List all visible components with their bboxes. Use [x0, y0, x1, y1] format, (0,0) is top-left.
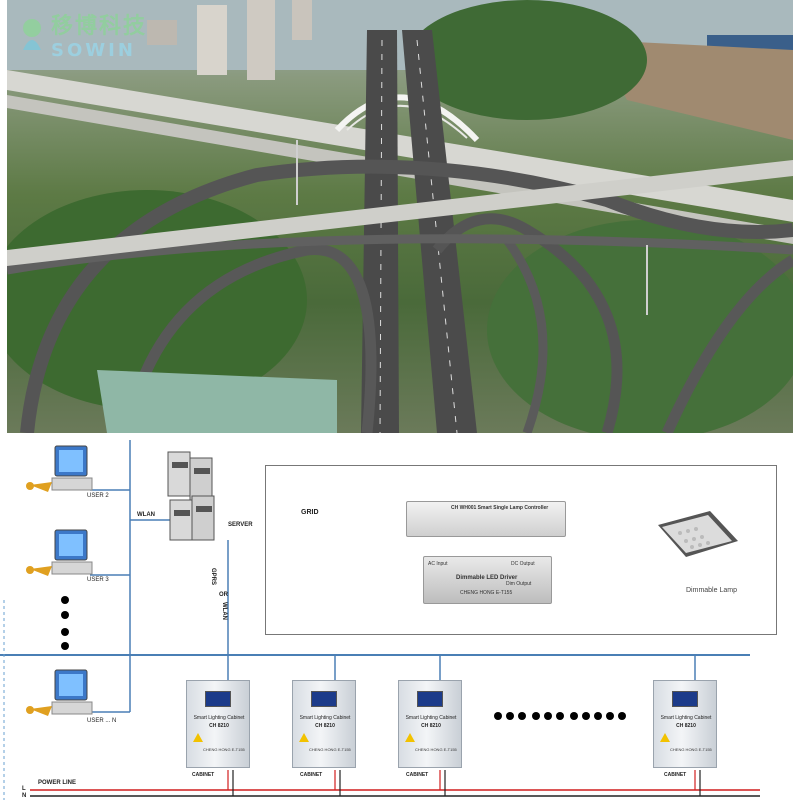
dim-output-label: Dim Output	[506, 581, 532, 587]
dc-output-label: DC Output	[511, 561, 535, 567]
wlan-label: WLAN	[137, 512, 155, 518]
leaf-person-icon	[23, 18, 41, 50]
cabinet-screen	[672, 691, 698, 707]
driver-title: Dimmable LED Driver	[456, 575, 518, 581]
warning-icon	[405, 733, 415, 742]
cabinet-caption: CABINET	[664, 772, 687, 778]
controller-title: CH WH001 Smart Single Lamp Controller	[451, 505, 549, 511]
lighting-cabinet: Smart Lighting Cabinet CH 8210 CHENG HON…	[653, 680, 717, 768]
cabinet-name: Smart Lighting Cabinet	[193, 715, 245, 721]
led-driver: AC Input DC Output Dimmable LED Driver D…	[423, 556, 552, 604]
controller-detail-panel: GRID CH WH001 Smart Single Lamp Controll…	[265, 465, 777, 635]
driver-model: CHENG HONG E-T155	[460, 590, 513, 596]
cabinet-model: CH 8210	[421, 723, 441, 729]
company-logo: 移博科技 SOWIN	[17, 8, 147, 61]
network-wiring-diagram	[0, 440, 760, 800]
cabinet-foot-text: CHENG HONG E-T155	[309, 747, 351, 752]
lighting-cabinet: Smart Lighting Cabinet CH 8210 CHENG HON…	[398, 680, 462, 768]
cabinet-foot-text: CHENG HONG E-T155	[670, 747, 712, 752]
warning-icon	[193, 733, 203, 742]
user-label: USER 3	[87, 577, 109, 583]
server-label: SERVER	[228, 522, 253, 528]
user-label: USER ... N	[87, 718, 117, 724]
cabinet-caption: CABINET	[192, 772, 215, 778]
neutral-label: N	[22, 793, 27, 799]
cabinet-screen	[205, 691, 231, 707]
wlan-vertical-label: WLAN	[221, 602, 227, 620]
street-lamp-icon	[658, 511, 738, 557]
logo-chinese-text: 移博科技	[51, 14, 148, 39]
smart-lamp-controller: CH WH001 Smart Single Lamp Controller	[406, 501, 566, 537]
grid-label: GRID	[301, 509, 319, 516]
user-computer-icon	[26, 529, 93, 576]
cabinet-name: Smart Lighting Cabinet	[299, 715, 351, 721]
highway-illustration	[7, 0, 793, 433]
gprs-label: GPRS	[210, 568, 216, 586]
cabinet-model: CH 8210	[315, 723, 335, 729]
cabinet-screen	[311, 691, 337, 707]
cabinet-caption: CABINET	[300, 772, 323, 778]
logo-english-text: SOWIN	[51, 40, 136, 61]
cabinet-screen	[417, 691, 443, 707]
server-icon	[167, 451, 215, 541]
user-computer-icon	[26, 445, 93, 492]
lighting-cabinet: Smart Lighting Cabinet CH 8210 CHENG HON…	[292, 680, 356, 768]
cabinet-caption: CABINET	[406, 772, 429, 778]
warning-icon	[299, 733, 309, 742]
cabinet-foot-text: CHENG HONG E-T155	[415, 747, 457, 752]
user-label: USER 2	[87, 493, 109, 499]
lighting-cabinet: Smart Lighting Cabinet CH 8210 CHENG HON…	[186, 680, 250, 768]
more-cabinets-ellipsis	[494, 712, 626, 720]
power-line-label: POWER LINE	[38, 780, 77, 786]
cabinet-model: CH 8210	[676, 723, 696, 729]
ac-input-label: AC Input	[428, 561, 448, 567]
live-label: L	[22, 786, 26, 792]
cabinet-name: Smart Lighting Cabinet	[660, 715, 712, 721]
cabinet-foot-text: CHENG HONG E-T155	[203, 747, 245, 752]
or-label: OR	[219, 592, 228, 598]
user-computer-icon	[26, 669, 93, 716]
cabinet-model: CH 8210	[209, 723, 229, 729]
cabinet-name: Smart Lighting Cabinet	[405, 715, 457, 721]
warning-icon	[660, 733, 670, 742]
aerial-highway-photo: 移博科技 SOWIN	[7, 0, 793, 433]
dimmable-lamp-label: Dimmable Lamp	[686, 587, 737, 594]
